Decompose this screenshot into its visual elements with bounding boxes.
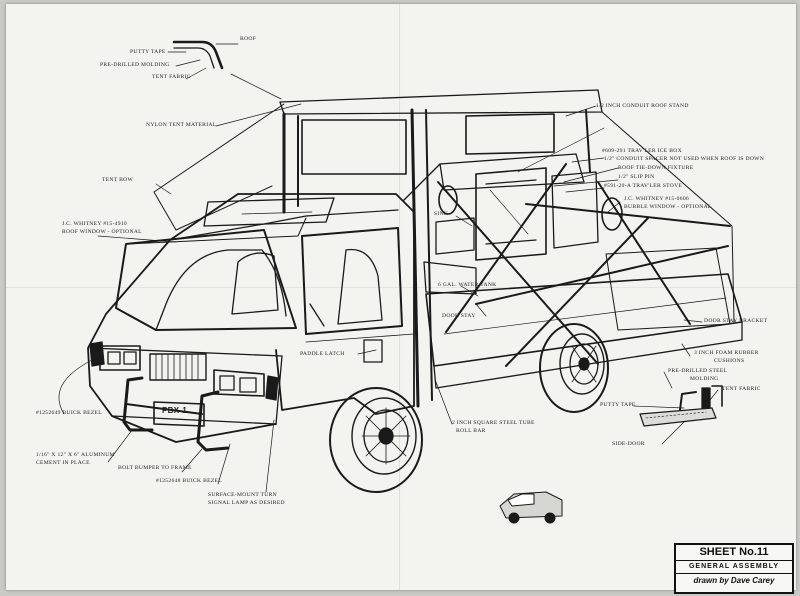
label-paddle-latch: PADDLE LATCH	[300, 351, 345, 357]
sheet-subtitle: GENERAL ASSEMBLY	[676, 561, 792, 574]
vehicle-assembly-drawing	[58, 40, 743, 524]
front-wheel	[329, 387, 423, 493]
label-jc-bubble-2: BUBBLE WINDOW - OPTIONAL	[624, 204, 712, 210]
label-stove: #591-20-A TRAV'LER STOVE	[604, 183, 683, 189]
label-signal-1: SURFACE-MOUNT TURN	[208, 492, 277, 498]
label-jc-bubble-1: J.C. WHITNEY #15-0606	[624, 196, 690, 202]
side-door-molding-detail	[639, 385, 723, 427]
label-door-stay: DOOR STAY	[442, 313, 476, 319]
label-foam-cushions-1: 3 INCH FOAM RUBBER	[694, 350, 759, 356]
sheet-number: SHEET No.11	[676, 545, 792, 561]
drawing-sheet: ROOF PUTTY TAPE PRE-DRILLED MOLDING TENT…	[6, 4, 796, 594]
label-buick-bezel-right: #1252648 BUICK BEZEL	[156, 478, 222, 484]
label-jc-whitney-roof-1: J.C. WHITNEY #15-4910	[62, 221, 128, 227]
label-roll-bar-2: ROLL BAR	[456, 428, 486, 434]
rear-wheel	[539, 323, 609, 413]
label-side-door: SIDE-DOOR	[612, 441, 645, 447]
label-bolt-bumper: BOLT BUMPER TO FRAME	[118, 465, 192, 471]
label-pre-drilled-steel-2: MOLDING	[690, 376, 719, 382]
label-spacer: 1/2" CONDUIT SPACER NOT USED WHEN ROOF I…	[604, 156, 765, 162]
leader-lines	[58, 73, 719, 493]
label-tent-fabric-side: TENT FABRIC	[722, 386, 761, 392]
label-foam-cushions-2: CUSHIONS	[714, 358, 745, 364]
label-signal-2: SIGNAL LAMP AS DESIRED	[208, 500, 285, 506]
label-ice-box: #609-291 TRAV'LER ICE BOX	[602, 148, 682, 154]
label-roof-tiedown: ROOF TIE-DOWN FIXTURE	[618, 165, 694, 171]
label-putty-tape-side: PUTTY TAPE	[600, 402, 636, 408]
vehicle-thumbnail	[499, 491, 563, 524]
conduit-braces	[437, 163, 731, 367]
label-aluminum-2: CEMENT IN PLACE	[36, 460, 90, 466]
title-block: SHEET No.11 GENERAL ASSEMBLY drawn by Da…	[674, 543, 794, 594]
license-plate-text: PBX-1	[162, 406, 188, 415]
roof-corner-detail	[167, 40, 239, 80]
label-conduit-roof-stand: 1/2 INCH CONDUIT ROOF STAND	[596, 103, 689, 109]
label-tent-bow: TENT BOW	[102, 177, 134, 183]
front-fascia	[89, 341, 279, 427]
label-sink: SINK	[434, 211, 449, 217]
label-roof: ROOF	[240, 36, 257, 42]
tent-and-roof	[153, 89, 735, 408]
label-roll-bar-1: 2 INCH SQUARE STEEL TUBE	[452, 420, 535, 426]
sheet-credit: drawn by Dave Carey	[693, 576, 775, 585]
label-water-tank: 6 GAL. WATER TANK	[438, 282, 497, 288]
label-jc-whitney-roof-2: ROOF WINDOW - OPTIONAL	[62, 229, 142, 235]
label-aluminum-1: 1/16" X 12" X 6" ALUMINUM	[36, 452, 115, 458]
label-slip-pin: 1/2" SLIP PIN	[618, 174, 655, 180]
label-putty-tape-top: PUTTY TAPE	[130, 49, 166, 55]
label-pre-drilled-molding-top: PRE-DRILLED MOLDING	[100, 62, 170, 68]
label-pre-drilled-steel-1: PRE-DRILLED STEEL	[668, 368, 728, 374]
label-buick-bezel-left: #1252649 BUICK BEZEL	[36, 410, 102, 416]
cab-body	[87, 193, 415, 443]
front-bumper	[122, 376, 230, 452]
label-door-stay-bracket: DOOR STAY BRACKET	[704, 318, 768, 324]
label-nylon-tent: NYLON TENT MATERIAL	[146, 122, 217, 128]
label-tent-fabric-top: TENT FABRIC	[152, 74, 191, 80]
